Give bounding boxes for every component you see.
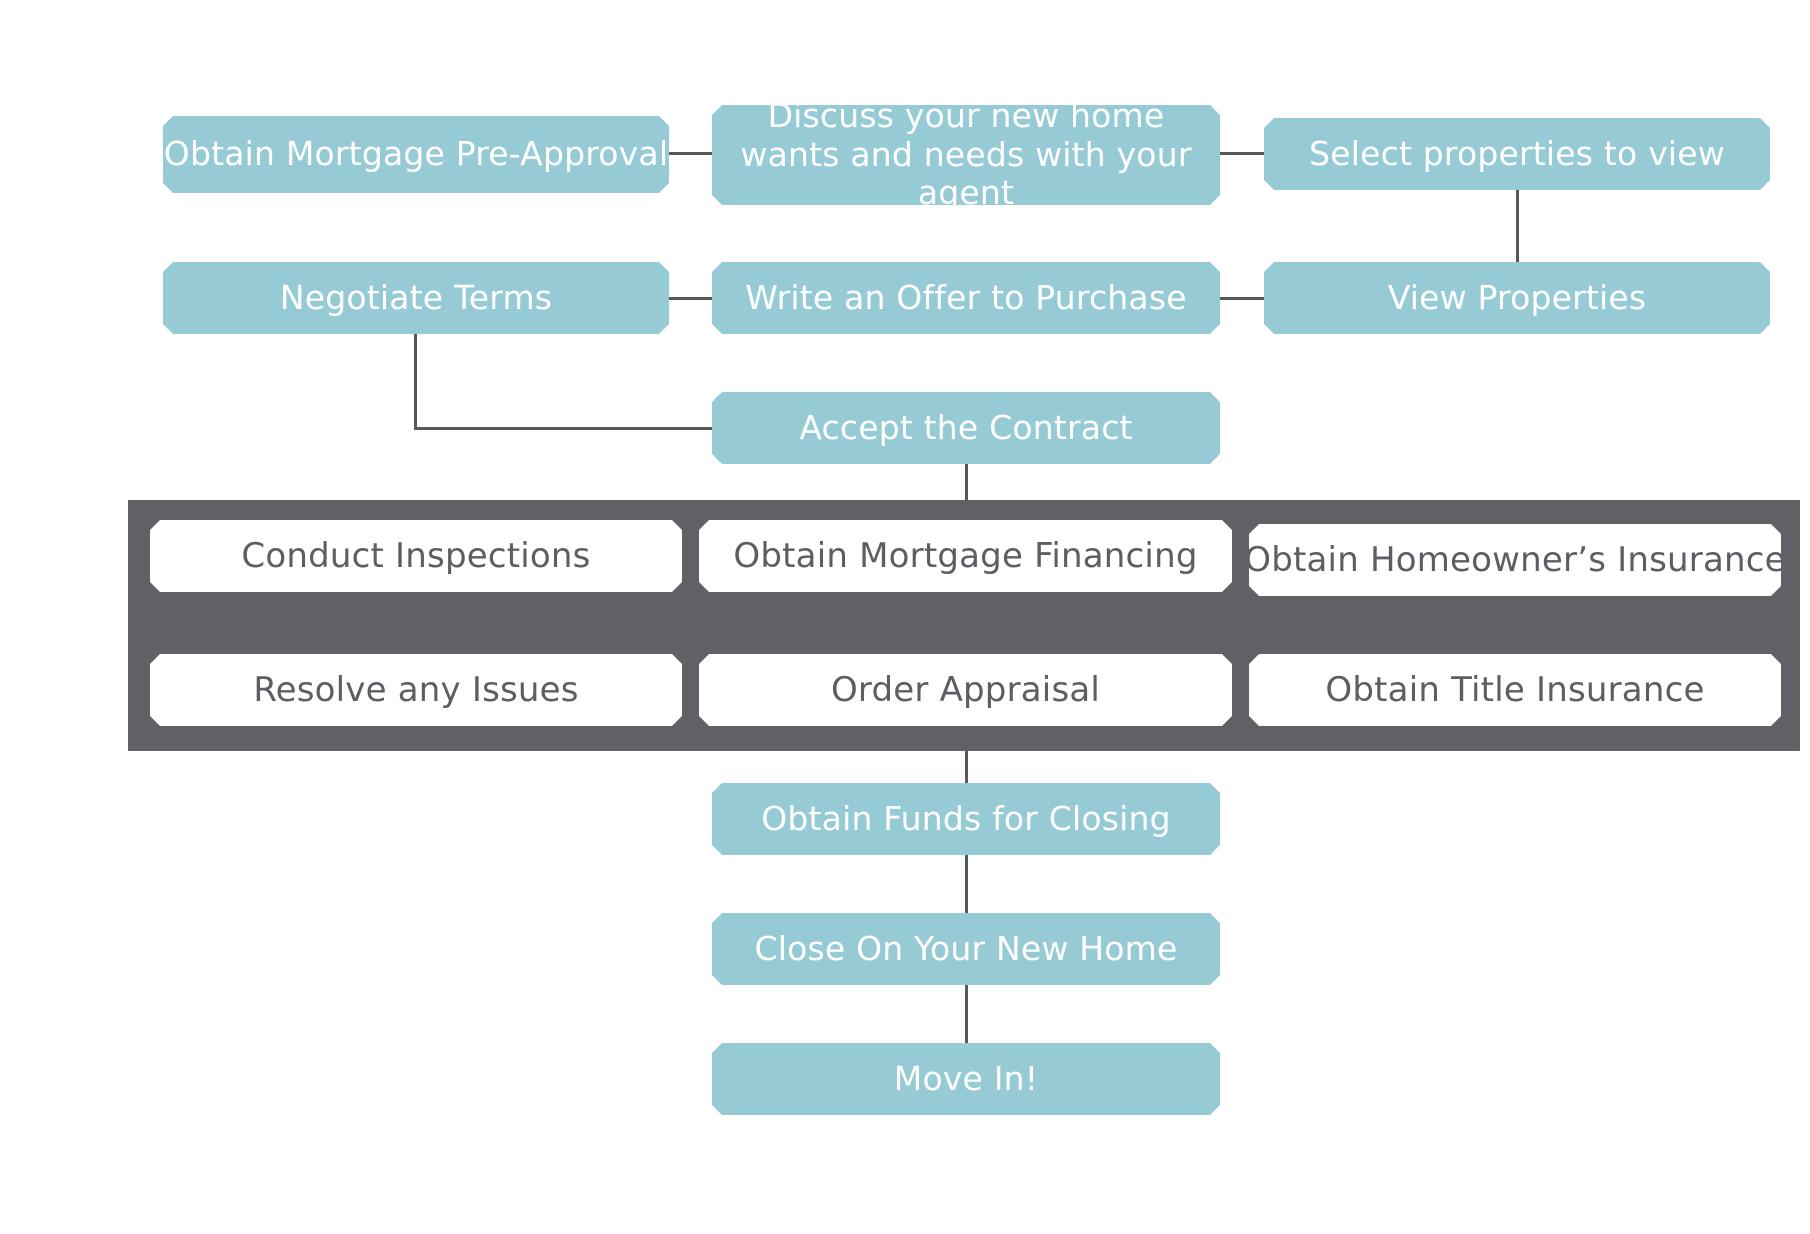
step-view-properties: View Properties (1264, 262, 1770, 334)
step-write-offer: Write an Offer to Purchase (712, 262, 1220, 334)
step-label: Move In! (893, 1058, 1039, 1098)
step-close-new-home: Close On Your New Home (712, 913, 1220, 985)
step-label: Select properties to view (1309, 133, 1725, 173)
step-move-in: Move In! (712, 1043, 1220, 1115)
step-obtain-title-insurance: Obtain Title Insurance (1249, 654, 1781, 726)
connector-funds-close (965, 855, 968, 916)
step-discuss-home-wants: Discuss your new home wants and needs wi… (712, 105, 1220, 205)
step-obtain-mortgage-pre-approval: Obtain Mortgage Pre-Approval (163, 116, 669, 193)
step-label: Obtain Mortgage Financing (733, 535, 1198, 576)
step-label: Obtain Mortgage Pre-Approval (163, 134, 669, 174)
step-label: Accept the Contract (799, 407, 1133, 447)
step-label: Conduct Inspections (241, 535, 591, 576)
connector-preapproval-discuss (668, 152, 712, 155)
step-order-appraisal: Order Appraisal (699, 654, 1232, 726)
connector-accept-band (965, 464, 968, 501)
step-label: View Properties (1387, 277, 1647, 317)
step-negotiate-terms: Negotiate Terms (163, 262, 669, 334)
connector-discuss-select (1219, 152, 1264, 155)
connector-select-view (1516, 190, 1519, 263)
step-label: Order Appraisal (830, 669, 1101, 710)
connector-negotiate-down (414, 334, 417, 430)
connector-close-move (965, 985, 968, 1046)
step-label: Negotiate Terms (279, 277, 553, 317)
step-resolve-issues: Resolve any Issues (150, 654, 682, 726)
connector-offer-view (1219, 297, 1264, 300)
step-label: Write an Offer to Purchase (745, 277, 1187, 317)
step-obtain-funds-closing: Obtain Funds for Closing (712, 783, 1220, 855)
connector-negotiate-offer (668, 297, 712, 300)
step-label: Resolve any Issues (253, 669, 579, 710)
step-obtain-homeowners-insurance: Obtain Homeowner’s Insurance (1249, 524, 1781, 596)
step-obtain-mortgage-financing: Obtain Mortgage Financing (699, 520, 1232, 592)
step-conduct-inspections: Conduct Inspections (150, 520, 682, 592)
step-label: Obtain Funds for Closing (761, 798, 1171, 838)
step-label: Discuss your new home wants and needs wi… (740, 95, 1192, 213)
step-label: Obtain Homeowner’s Insurance (1244, 539, 1786, 580)
step-label: Close On Your New Home (754, 928, 1178, 968)
step-select-properties: Select properties to view (1264, 118, 1770, 190)
connector-negotiate-accept (414, 427, 712, 430)
connector-band-funds (965, 750, 968, 785)
step-label: Obtain Title Insurance (1325, 669, 1705, 710)
step-accept-contract: Accept the Contract (712, 392, 1220, 464)
